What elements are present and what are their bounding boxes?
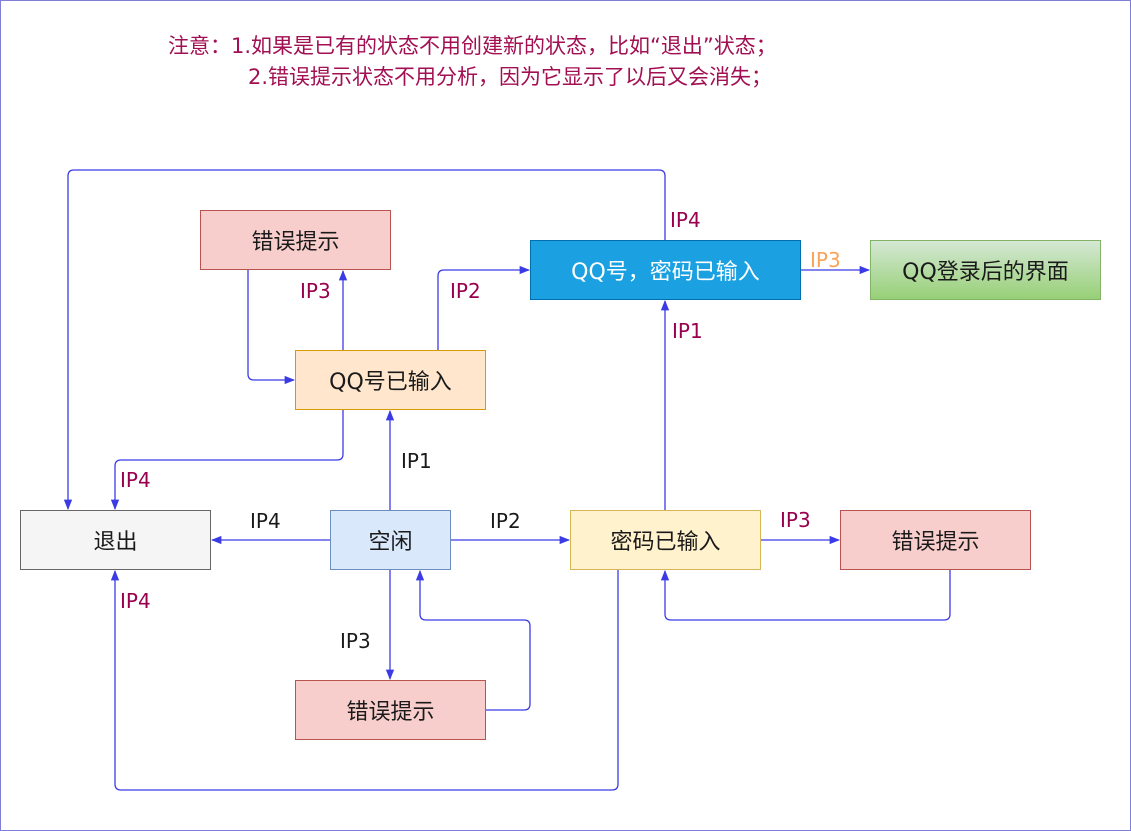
label-idle-to-exit: IP4	[250, 509, 281, 533]
edge-error-top-to-qq	[247, 270, 296, 385]
label-qq-to-error: IP3	[300, 279, 331, 303]
note-line-2: 2.错误提示状态不用分析，因为它显示了以后又会消失；	[248, 65, 773, 89]
label-both-to-done: IP3	[810, 248, 841, 272]
label-both-to-exit: IP4	[670, 208, 701, 232]
state-qq-and-password-entered: QQ号，密码已输入	[530, 240, 801, 300]
note-line-1: 注意：1.如果是已有的状态不用创建新的状态，比如“退出”状态；	[168, 34, 777, 58]
state-qq-entered: QQ号已输入	[295, 350, 486, 410]
edge-error-right-to-pwd	[660, 569, 951, 621]
label-pwd-to-exit: IP4	[120, 589, 151, 613]
edge-qq-to-both	[437, 265, 531, 350]
edge-pwd-to-exit	[110, 569, 619, 791]
state-exit: 退出	[20, 510, 211, 570]
state-logged-in: QQ登录后的界面	[870, 240, 1101, 300]
label-qq-to-both: IP2	[450, 279, 481, 303]
label-idle-to-error: IP3	[340, 629, 371, 653]
label-qq-to-exit: IP4	[120, 468, 151, 492]
state-error-right: 错误提示	[840, 510, 1031, 570]
state-error-top: 错误提示	[200, 210, 391, 270]
edge-both-to-exit	[63, 169, 666, 511]
edge-qq-to-exit	[110, 410, 344, 511]
label-pwd-to-both: IP1	[672, 319, 703, 343]
label-idle-to-qq: IP1	[401, 449, 432, 473]
state-idle: 空闲	[330, 510, 451, 570]
state-password-entered: 密码已输入	[570, 510, 761, 570]
label-idle-to-pwd: IP2	[490, 509, 521, 533]
state-error-bottom: 错误提示	[295, 680, 486, 740]
label-pwd-to-error: IP3	[780, 508, 811, 532]
edge-error-bottom-to-idle	[415, 569, 531, 711]
